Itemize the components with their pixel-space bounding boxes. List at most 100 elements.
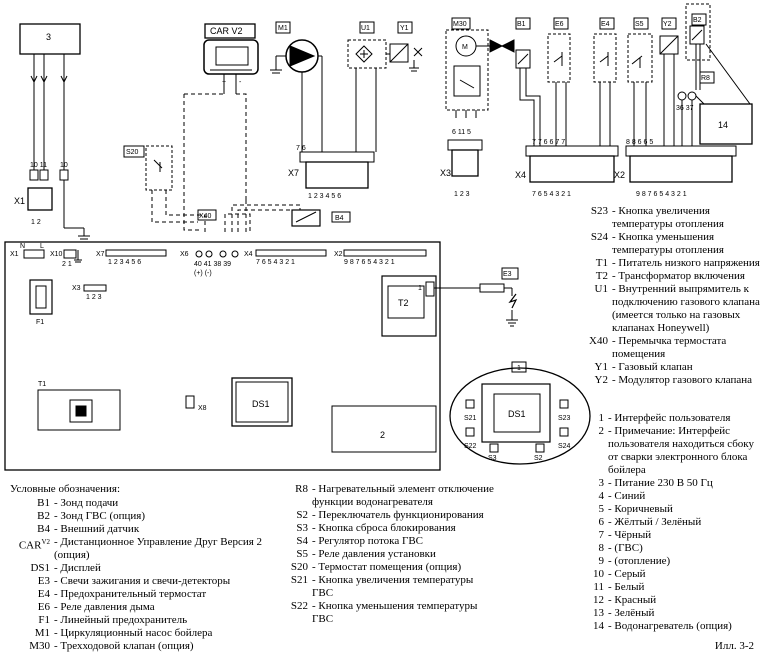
legend-entry: R8- Нагревательный элемент отключение фу… [276,483,496,509]
legend-entry: S22- Кнопка уменьшения температуры ГВС [276,600,496,626]
legend-code: X40 [589,335,608,347]
m1-label: M1 [278,25,288,32]
legend-entry: 1- Интерфейс пользователя [570,412,760,425]
legend-description: - Линейный предохранитель [54,614,188,626]
x10-pins: 2 1 [62,261,72,268]
legend-description: - Термостат помещения (опция) [312,561,462,573]
legend-description: - Белый [608,581,645,593]
legend-entry: T1- Питатель низкого напряжения [560,257,760,270]
legend-code: S24 [590,231,608,243]
board-x7-label: X7 [96,251,105,258]
wiring-diagram: 3 10 11 10 X1 1 2 CAR V2 +- S20 [4,3,753,471]
legend-entry: 6- Жёлтый / Зелёный [570,516,760,529]
ui-button-s24: S24 [558,443,571,450]
legend-code: 7 [598,529,605,541]
ui-button-s23: S23 [558,415,571,422]
legend-entry: 11- Белый [570,581,760,594]
legend-description: - Серый [608,568,646,580]
legend-code: U1 [594,283,608,295]
legend-code: S2 [296,509,308,521]
legend-code: 1 [598,412,605,424]
legend-description: - Кнопка увеличения температуры отоплени… [612,205,724,230]
fuse-f1-label: F1 [36,319,44,326]
legend-code-wrap: CARV2 [10,536,54,562]
water-heater-14: 14 [718,120,728,130]
x4-pins: 7 6 5 4 3 2 1 [532,191,571,198]
board-x2-pins: 9 8 7 6 5 4 3 2 1 [344,259,395,266]
board-x1-label: X1 [10,251,19,258]
legend-code: F1 [38,614,50,626]
connector-x7: X7 1 2 3 4 5 6 [288,151,375,200]
m30-label: M30 [453,21,467,28]
ui-label-1: 1 [517,365,521,372]
x3-label: X3 [440,168,451,178]
legend-description: - Нагревательный элемент отключение функ… [312,483,494,508]
legend-code: S3 [296,522,308,534]
legend-entry: 3- Питание 230 В 50 Гц [570,477,760,490]
legend-entry: U1- Внутренний выпрямитель к подключению… [560,283,760,335]
legend-description: - Предохранительный термостат [54,588,207,600]
x1-pins: 1 2 [31,219,41,226]
legend-code: 5 [598,503,605,515]
legend-description: - Газовый клапан [612,361,693,373]
legend-code: S22 [290,600,308,612]
main-board: X1 N L X10 2 1 X7 1 2 3 4 5 6 X6 40 41 3… [4,241,441,471]
ui-display-ds1: DS1 [508,409,526,419]
x1-label: X1 [14,196,25,206]
legend-code: Y1 [594,361,608,373]
neutral-label: N [20,243,25,250]
r8-label: R8 [701,75,710,82]
legend-description: - Чёрный [608,529,652,541]
legend-description: - Перемычка термостата помещения [612,335,727,360]
legend-entry: E6- Реле давления дыма [10,601,275,614]
legend-code: 12 [593,594,604,606]
legend-description: - Внешний датчик [54,523,140,535]
legend-description: - Примечание: Интерфейс пользователя нах… [608,425,754,476]
legend-description: - Кнопка увеличения температуры ГВС [312,574,474,599]
legend-description: - Зонд подачи [54,497,119,509]
legend-description: - Синий [608,490,646,502]
legend-description: - Регулятор потока ГВС [312,535,424,547]
legend-entry: 4- Синий [570,490,760,503]
t2-pin: 1 [418,285,422,292]
legend-entry: S4 - Регулятор потока ГВС [276,535,496,548]
legend-entry: Y1 - Газовый клапан [560,361,760,374]
power-supply-label: 3 [46,32,51,42]
legend-description: - Интерфейс пользователя [608,412,731,424]
board-x4-label: X4 [244,251,253,258]
board-x7-pins: 1 2 3 4 5 6 [108,259,141,266]
board-x4-pins: 7 6 5 4 3 2 1 [256,259,295,266]
legend-code: CAR [18,539,42,552]
legend-code: E3 [37,575,50,587]
legend-description: - Зонд ГВС (опция) [54,510,145,522]
legend-entry: S3- Кнопка сброса блокирования [276,522,496,535]
legend-code: 4 [598,490,605,502]
m30-motor-label: M [462,44,468,51]
b4-label: B4 [335,215,344,222]
legend-entry: B1- Зонд подачи [10,497,275,510]
legend-code: Y2 [594,374,608,386]
board-note-2: 2 [380,430,385,440]
x2-pins: 9 8 7 6 5 4 3 2 1 [636,191,687,198]
legend-code: DS1 [30,562,50,574]
gas-valve-u1-y1: U1 Y1 [347,21,423,152]
legend-entry: S5- Реле давления установки [276,548,496,561]
legend-entry: DS1- Дисплей [10,562,275,575]
legend-description: - Жёлтый / Зелёный [608,516,702,528]
legend-entry: S23- Кнопка увеличения температуры отопл… [560,205,760,231]
legend-description: - Переключатель функционирования [312,509,484,521]
x2-label: X2 [614,170,625,180]
board-x8-label: X8 [198,405,207,412]
legend-code: S4 [296,535,308,547]
x3-pins: 1 2 3 [454,191,470,198]
legend-header: Условные обозначения: [10,483,121,495]
e4-label: E4 [601,21,610,28]
user-interface-1: 1 DS1 S21 S22 S23 S24 S3 S2 [449,361,591,465]
legend-entry: 9- (отопление) [570,555,760,568]
legend-entry: CARV2- Дистанционное Управление Друг Вер… [10,536,275,562]
legend-entry: 8- (ГВС) [570,542,760,555]
x4-label: X4 [515,170,526,180]
r8-pins: 36 37 [676,105,694,112]
